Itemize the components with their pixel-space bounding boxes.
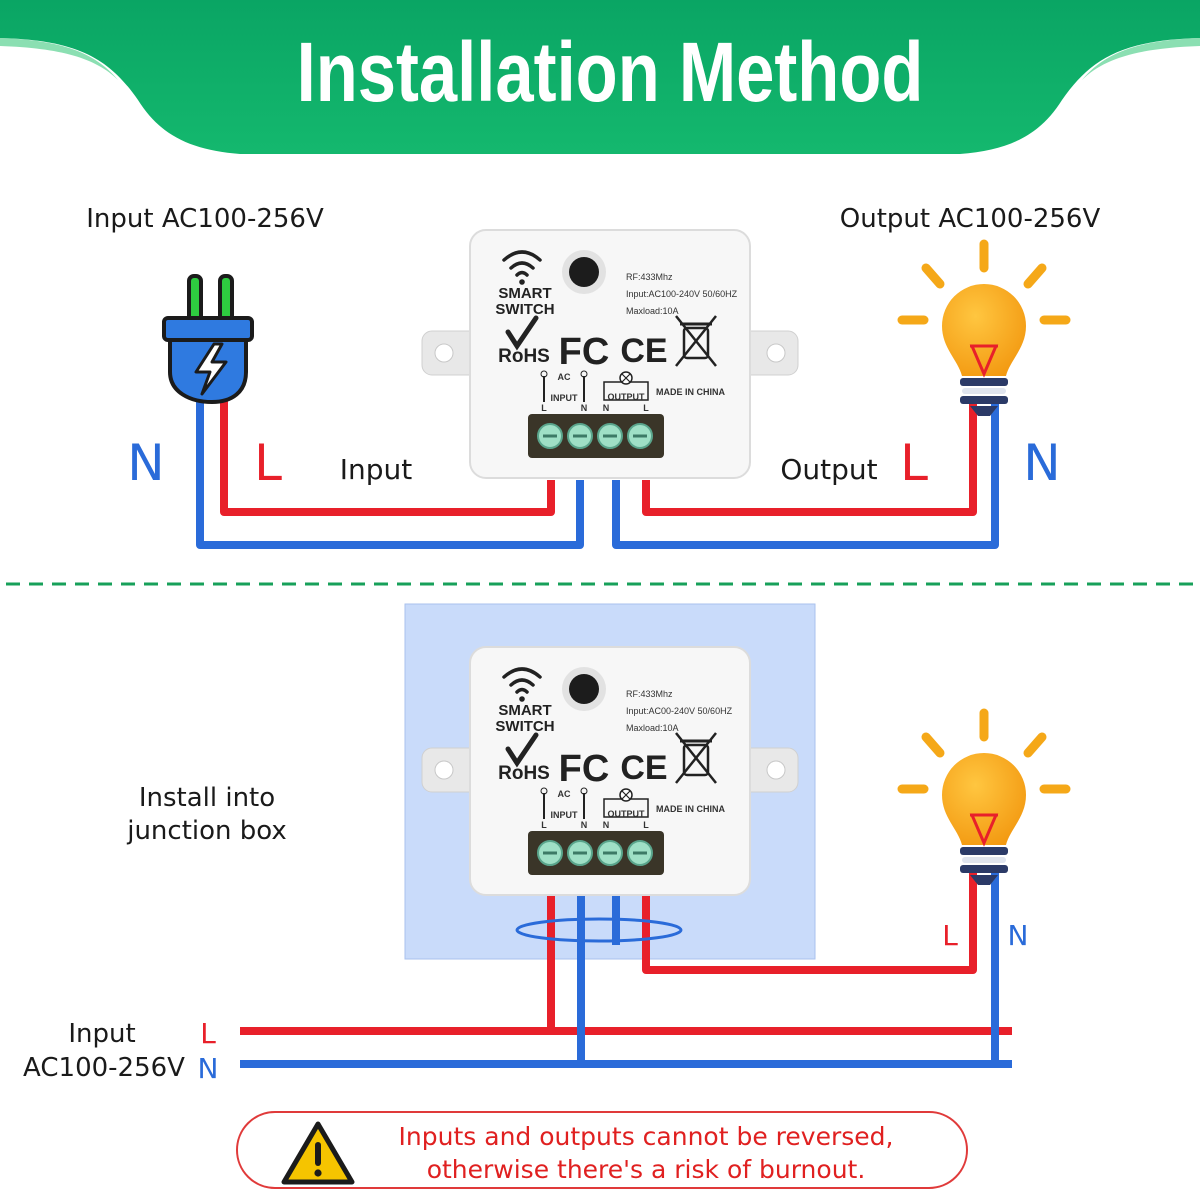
- pin-n2: N: [603, 820, 610, 830]
- top-diagram: Input AC100-256V Output AC100-256V N L I…: [86, 204, 1101, 549]
- pin-n2: N: [603, 403, 610, 413]
- rohs-mark: RoHS: [498, 346, 550, 367]
- pin-n1: N: [581, 820, 588, 830]
- device-brand-line2: SWITCH: [495, 718, 554, 735]
- output-wire-label: Output: [780, 453, 877, 486]
- made-in-label: MADE IN CHINA: [656, 804, 725, 814]
- bottom-diagram: Install into junction box SMART SWITCH R…: [23, 603, 1066, 1085]
- output-title: Output AC100-256V: [840, 204, 1101, 234]
- device-input-spec: Input:AC00-240V 50/60HZ: [626, 706, 733, 716]
- input-live-wire: [220, 390, 555, 516]
- rohs-mark: RoHS: [498, 763, 550, 784]
- input-tag: INPUT: [551, 810, 579, 820]
- left-n-label: N: [127, 434, 164, 492]
- output-neutral-wire: [612, 404, 999, 549]
- output-tag: OUTPUT: [608, 809, 646, 819]
- ac-tag: AC: [558, 372, 571, 382]
- fc-mark: FC: [559, 748, 610, 790]
- fc-mark: FC: [559, 331, 610, 373]
- cable-bundle-ring: [515, 917, 683, 943]
- pin-l1: L: [541, 403, 547, 413]
- output-live-wire: [642, 404, 977, 516]
- switch-live-out-wire: [642, 872, 977, 974]
- pin-n1: N: [581, 403, 588, 413]
- right-l-label: L: [900, 434, 928, 492]
- device-input-spec: Input:AC100-240V 50/60HZ: [626, 289, 738, 299]
- device-brand-line1: SMART: [498, 285, 551, 302]
- install-label-line2: junction box: [126, 816, 287, 846]
- lightning-bolt-icon: [194, 342, 228, 396]
- bus-n-label: N: [198, 1052, 219, 1085]
- device-brand-line2: SWITCH: [495, 301, 554, 318]
- ce-mark: CE: [620, 332, 667, 370]
- input-tag: INPUT: [551, 393, 579, 403]
- right-n-label: N: [1023, 434, 1060, 492]
- warning-triangle-icon: [281, 1121, 355, 1185]
- input-neutral-wire: [196, 390, 584, 549]
- left-l-label: L: [254, 434, 282, 492]
- light-bulb-icon: [902, 244, 1066, 416]
- warning-text-line2: otherwise there's a risk of burnout.: [427, 1155, 866, 1184]
- pin-l2: L: [643, 403, 649, 413]
- ac-tag: AC: [558, 789, 571, 799]
- device-rf-spec: RF:433Mhz: [626, 689, 673, 699]
- warning-banner: Inputs and outputs cannot be reversed, o…: [236, 1111, 968, 1189]
- light-bulb-icon: [902, 713, 1066, 885]
- made-in-label: MADE IN CHINA: [656, 387, 725, 397]
- input-wire-label: Input: [340, 453, 413, 486]
- smart-switch-device: SMART SWITCH RF:433Mhz Input:AC00-240V 5…: [422, 647, 798, 895]
- smart-switch-device: SMART SWITCH RF:433Mhz Input:AC100-240V …: [422, 230, 798, 478]
- output-tag: OUTPUT: [608, 392, 646, 402]
- pin-l2: L: [643, 820, 649, 830]
- device-brand-line1: SMART: [498, 702, 551, 719]
- warning-text-line1: Inputs and outputs cannot be reversed,: [399, 1122, 894, 1151]
- page-title: Installation Method: [297, 26, 924, 119]
- lamp-n-label: N: [1008, 919, 1029, 952]
- header-banner: Installation Method: [0, 0, 1200, 154]
- device-rf-spec: RF:433Mhz: [626, 272, 673, 282]
- pin-l1: L: [541, 820, 547, 830]
- install-label-line1: Install into: [139, 783, 275, 813]
- device-maxload-spec: Maxload:10A: [626, 723, 679, 733]
- bus-input-label-line1: Input: [68, 1019, 135, 1049]
- bus-l-label: L: [200, 1017, 216, 1050]
- ce-mark: CE: [620, 749, 667, 787]
- input-title: Input AC100-256V: [86, 204, 324, 234]
- device-maxload-spec: Maxload:10A: [626, 306, 679, 316]
- power-plug-icon: [162, 274, 254, 405]
- bus-input-label-line2: AC100-256V: [23, 1053, 185, 1083]
- lamp-l-label: L: [942, 919, 958, 952]
